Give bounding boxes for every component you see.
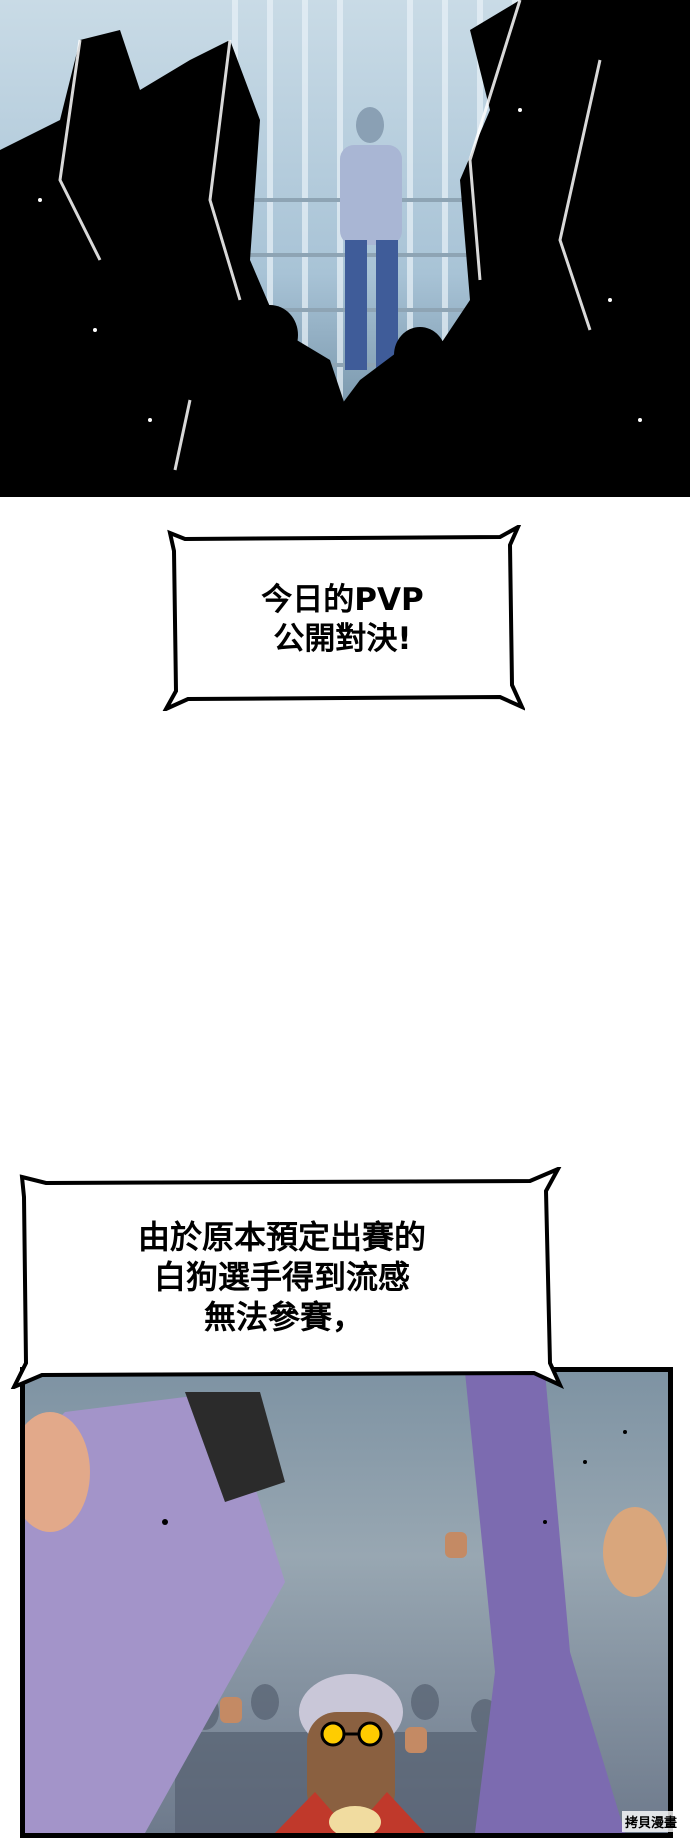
bubble-line: 白狗選手得到流感 — [154, 1258, 411, 1296]
left-raised-arm — [25, 1392, 285, 1833]
sunglasses-man — [275, 1674, 425, 1833]
bubble-line: 公開對決! — [273, 620, 412, 657]
speech-bubble-announcement: 今日的PVP 公開對決! — [160, 525, 525, 711]
right-raised-arm — [465, 1372, 625, 1833]
raised-fists — [220, 1532, 467, 1753]
crowd-silhouettes — [0, 0, 690, 497]
top-panel — [0, 0, 690, 497]
bubble-text: 今日的PVP 公開對決! — [160, 581, 525, 659]
bubble-line: 無法參賽， — [204, 1298, 365, 1336]
bubble-line: 今日的PVP — [261, 582, 424, 618]
left-face — [25, 1412, 90, 1532]
ink-specks — [162, 1430, 627, 1525]
cheering-crowd-illustration — [25, 1372, 667, 1833]
right-face — [603, 1507, 667, 1597]
spiky-bubble-shape — [162, 525, 525, 711]
bubble-text: 由於原本預定出賽的 白狗選手得到流感 無法參賽， — [138, 1217, 498, 1337]
speech-bubble-explanation: 由於原本預定出賽的 白狗選手得到流感 無法參賽， — [10, 1167, 565, 1389]
left-sleeve-dark — [185, 1392, 285, 1502]
rim-lights — [58, 0, 602, 471]
crowd-cage-illustration — [0, 0, 690, 497]
bottom-panel — [20, 1367, 673, 1838]
standing-figure — [340, 107, 402, 370]
bubble-line: 由於原本預定出賽的 — [138, 1218, 427, 1256]
watermark: 拷貝漫畫 — [621, 1811, 680, 1832]
particles — [38, 108, 642, 422]
spiky-bubble-shape — [10, 1167, 565, 1389]
